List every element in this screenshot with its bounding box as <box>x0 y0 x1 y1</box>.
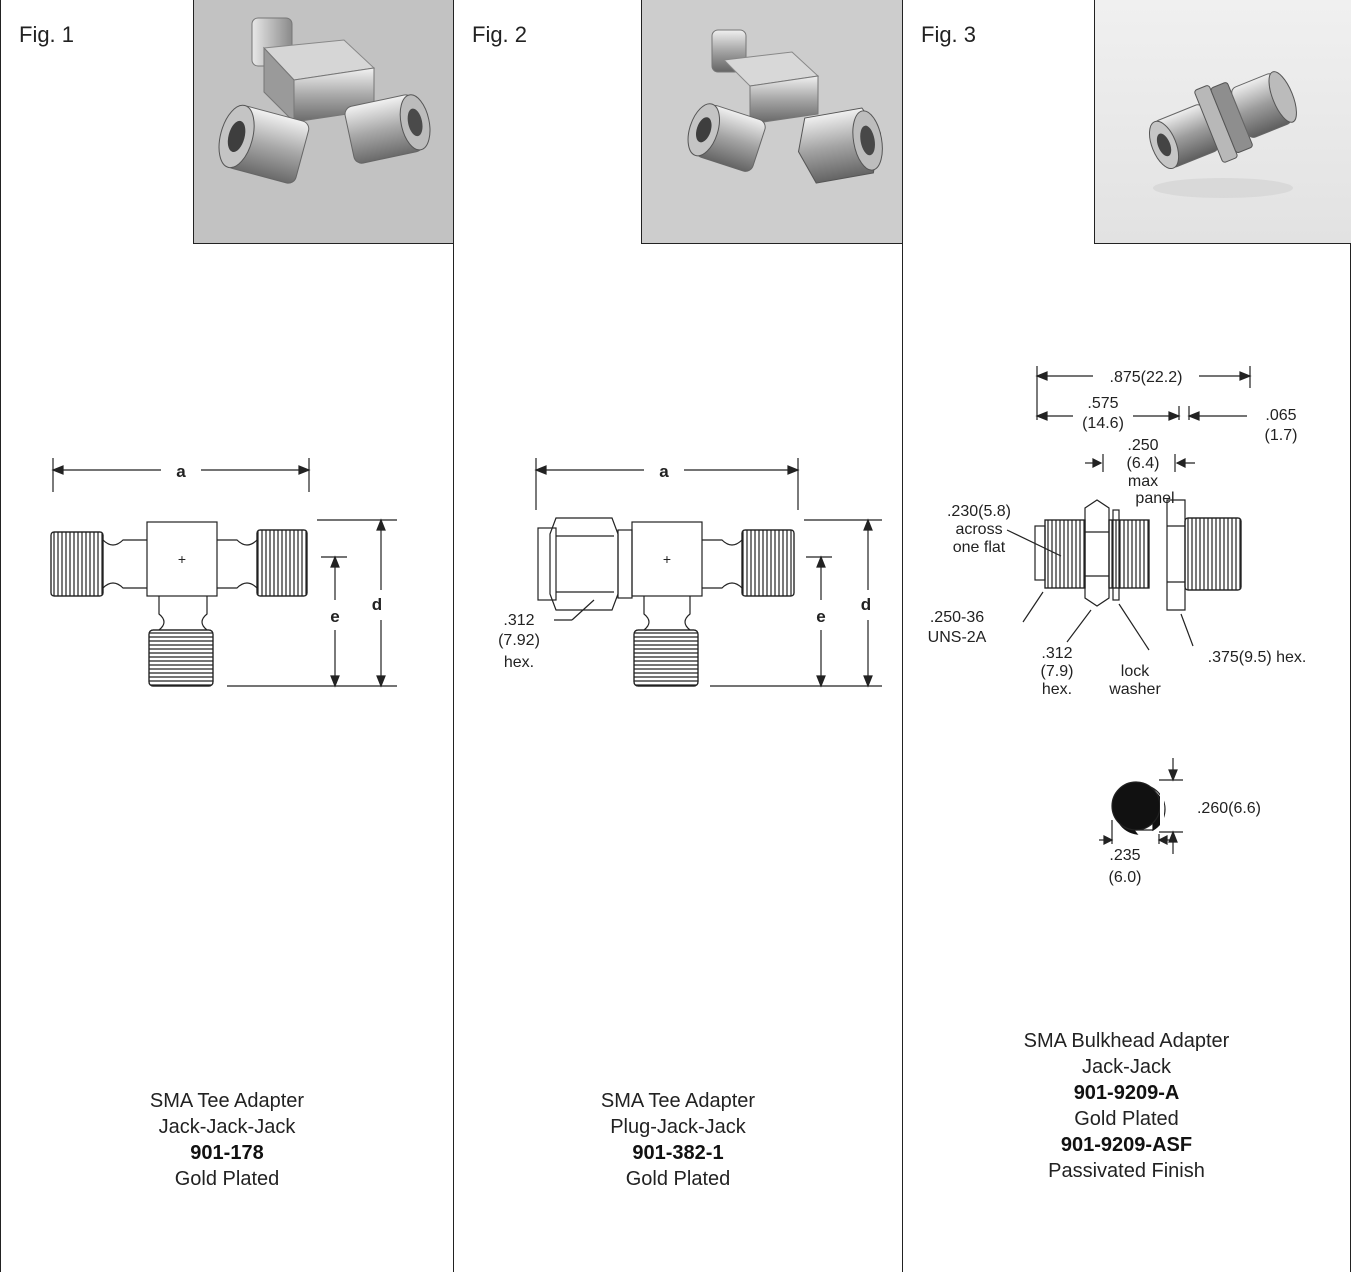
dimension-drawing-tee-pjj: a + .312 (7.92) <box>454 440 903 710</box>
tee-pjj-outline: a + .312 (7.92) <box>498 458 882 688</box>
dim-e-label: e <box>816 607 825 626</box>
finish-label: Gold Plated <box>174 1168 280 1190</box>
hex-dim-line1: .312 <box>503 612 534 629</box>
washer-label-1: lock <box>1121 663 1150 680</box>
tee-adapter-plug-photo <box>687 29 883 184</box>
caption-gender: Plug-Jack-Jack <box>610 1116 746 1138</box>
body-length-dim-2: (14.6) <box>1082 415 1124 432</box>
bulkhead-outline: .875(22.2) .575 (14.6) .065 (1.7) .250 (… <box>928 366 1307 886</box>
bulkhead-adapter-photo <box>1148 71 1297 198</box>
panel-fig-2: Fig. 2 <box>453 0 903 1272</box>
dhole-width-dim-1: .235 <box>1109 847 1140 864</box>
tee-adapter-photo <box>218 17 431 184</box>
finish-label: Gold Plated <box>625 1168 731 1190</box>
thread-dim-2: UNS-2A <box>928 629 987 646</box>
hex-dim-line3: hex. <box>504 654 534 671</box>
caption-gender: Jack-Jack-Jack <box>158 1116 296 1138</box>
panel-dim-4: panel <box>1135 490 1174 507</box>
end-length-dim-2: (1.7) <box>1265 427 1298 444</box>
product-caption: SMA Bulkhead Adapter Jack-Jack 901-9209-… <box>903 1028 1350 1184</box>
product-caption: SMA Tee Adapter Jack-Jack-Jack 901-178 G… <box>1 1088 453 1192</box>
svg-text:+: + <box>663 551 671 567</box>
tee-jjj-outline: a + <box>50 458 397 688</box>
thread-dim-1: .250-36 <box>930 609 984 626</box>
svg-text:+: + <box>178 551 186 567</box>
panel-dim-1: .250 <box>1127 437 1158 454</box>
panel-dim-2: (6.4) <box>1127 455 1160 472</box>
panel-fig-3: Fig. 3 <box>902 0 1351 1272</box>
dim-a-label: a <box>176 462 186 481</box>
product-photo-tee-jjj <box>193 0 454 244</box>
dhole-width-dim-2: (6.0) <box>1109 869 1142 886</box>
flat-dim-3: one flat <box>953 539 1006 556</box>
caption-title: SMA Bulkhead Adapter <box>1023 1030 1230 1052</box>
overall-length-dim: .875(22.2) <box>1110 369 1183 386</box>
nut-hex-dim-1: .312 <box>1041 645 1072 662</box>
product-photo-tee-pjj <box>641 0 903 244</box>
fig-label: Fig. 1 <box>19 22 75 47</box>
hex-dim-line2: (7.92) <box>498 632 540 649</box>
nut-hex-dim-2: (7.9) <box>1041 663 1074 680</box>
fig-label: Fig. 2 <box>472 22 528 47</box>
part-number: 901-382-1 <box>632 1142 724 1164</box>
part-number: 901-9209-A <box>1073 1082 1180 1104</box>
caption-gender: Jack-Jack <box>1082 1056 1171 1078</box>
product-caption: SMA Tee Adapter Plug-Jack-Jack 901-382-1… <box>454 1088 902 1192</box>
part-number: 901-178 <box>190 1142 264 1164</box>
dim-d-label: d <box>861 595 871 614</box>
dim-e-label: e <box>330 607 339 626</box>
nut-hex-dim-3: hex. <box>1042 681 1072 698</box>
large-hex-dim: .375(9.5) hex. <box>1208 649 1307 666</box>
dimension-drawing-bulkhead: .875(22.2) .575 (14.6) .065 (1.7) .250 (… <box>903 360 1351 900</box>
caption-title: SMA Tee Adapter <box>600 1090 756 1112</box>
part-number-alt: 901-9209-ASF <box>1060 1134 1193 1156</box>
flat-dim-2: across <box>955 521 1002 538</box>
panel-fig-1: Fig. 1 <box>0 0 454 1272</box>
dim-d-label: d <box>372 595 382 614</box>
caption-title: SMA Tee Adapter <box>149 1090 305 1112</box>
product-photo-bulkhead <box>1094 0 1351 244</box>
dimension-drawing-tee-jjj: a + <box>1 440 454 710</box>
fig-label: Fig. 3 <box>921 22 977 47</box>
end-length-dim-1: .065 <box>1265 407 1296 424</box>
flat-dim-1: .230(5.8) <box>947 503 1011 520</box>
panel-dim-3: max <box>1128 473 1158 490</box>
washer-label-2: washer <box>1108 681 1161 698</box>
body-length-dim-1: .575 <box>1087 395 1118 412</box>
dim-a-label: a <box>659 462 669 481</box>
finish-label-alt: Passivated Finish <box>1048 1160 1205 1182</box>
finish-label: Gold Plated <box>1074 1108 1179 1130</box>
dhole-height-dim: .260(6.6) <box>1197 800 1261 817</box>
